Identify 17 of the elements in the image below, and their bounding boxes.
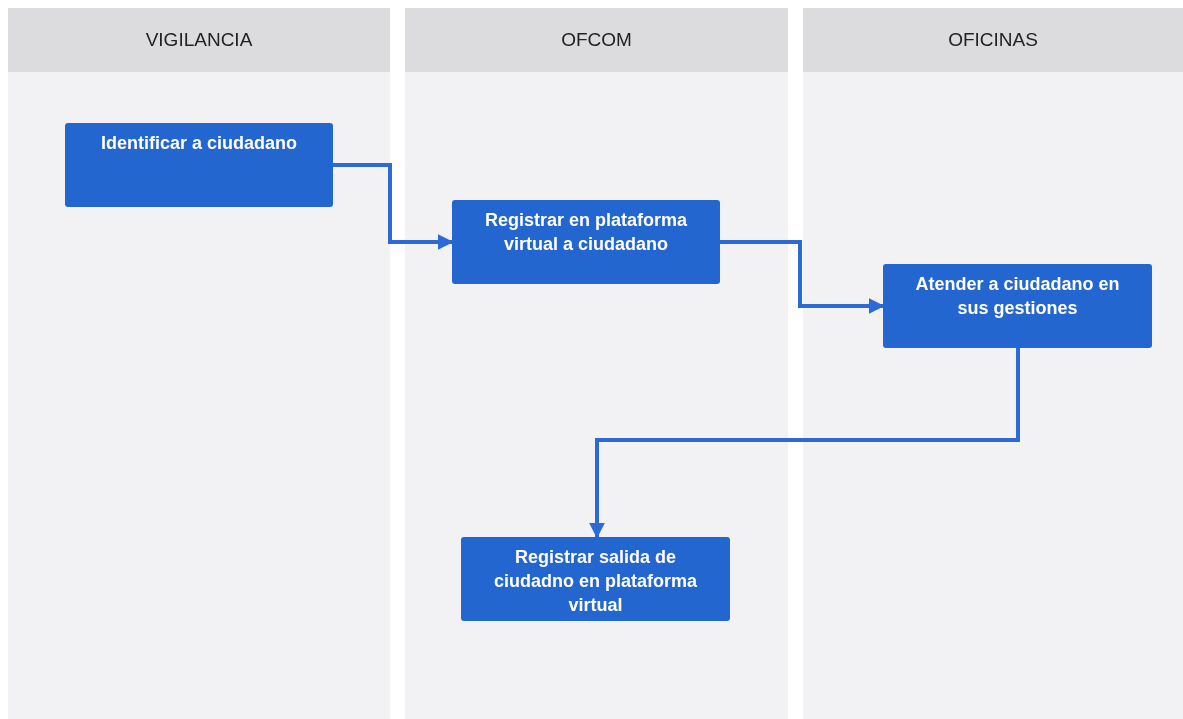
arrow (589, 348, 1020, 539)
swimlane (405, 8, 788, 719)
process-box (452, 200, 720, 284)
arrow (333, 163, 454, 250)
process-box (883, 264, 1152, 348)
lane-header: OFICINAS (803, 8, 1183, 72)
swimlane (803, 8, 1183, 719)
process-box (65, 123, 333, 207)
arrow (720, 240, 885, 314)
process-box (461, 537, 730, 621)
swimlane (8, 8, 390, 719)
box-label: Registrar salida de ciudadno en plataforma virtual (493, 546, 698, 617)
box-label: Identificar a ciudadano (100, 132, 297, 155)
lane-header: VIGILANCIA (8, 8, 390, 72)
lane-header: OFCOM (405, 8, 788, 72)
box-label: Atender a ciudadano en sus gestiones (914, 273, 1121, 320)
box-label: Registrar en plataforma virtual a ciudadano (483, 209, 689, 256)
